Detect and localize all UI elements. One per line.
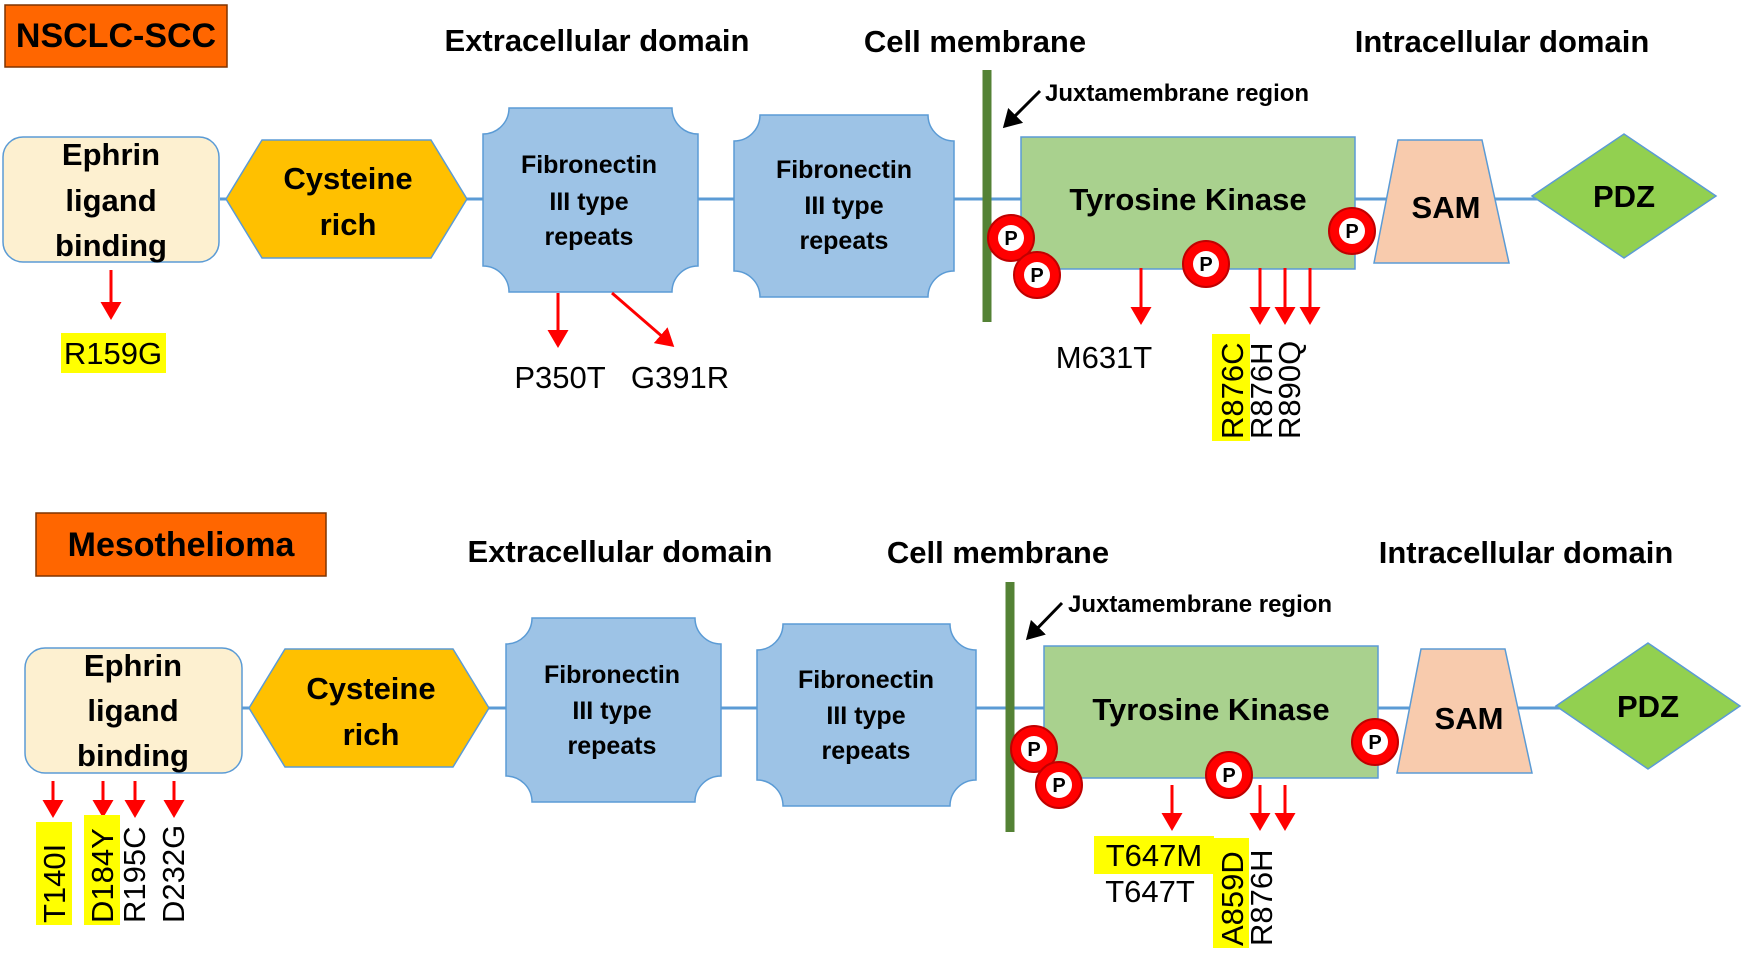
fibronectin-repeat-2 (733, 114, 955, 298)
fibronectin-2-label-line-2: III type (826, 702, 905, 730)
mutation-label: R195C (117, 827, 152, 924)
phospho-label: P (1345, 221, 1358, 243)
mutation-label: D232G (156, 825, 191, 923)
tyrosine-kinase-label: Tyrosine Kinase (1092, 692, 1329, 727)
phospho-site: P (1035, 761, 1083, 809)
mutation-label: T647T (1105, 874, 1195, 909)
phospho-site: P (1205, 751, 1253, 799)
fibronectin-repeat-1 (482, 107, 699, 293)
phospho-site: P (1010, 725, 1058, 773)
phospho-label: P (1027, 739, 1040, 761)
pdz-domain (1554, 642, 1742, 770)
cysteine-label-line-1: Cysteine (283, 161, 412, 196)
fibronectin-2-label-line-3: repeats (822, 737, 911, 765)
fibronectin-1-label-line-2: III type (549, 188, 628, 216)
ephrin-label-line-2: ligand (65, 183, 156, 218)
pdz-label: PDZ (1617, 689, 1679, 724)
mutation-label: R890Q (1272, 341, 1307, 439)
ephrin-ligand-binding-domain (24, 647, 243, 774)
ephrin-label-line-1: Ephrin (84, 648, 182, 683)
fibronectin-1-label-line-1: Fibronectin (544, 661, 680, 689)
fibronectin-2-label-line-3: repeats (800, 227, 889, 255)
ephrin-label-line-3: binding (55, 228, 167, 263)
mutation-label: M631T (1056, 340, 1153, 375)
sam-label: SAM (1435, 701, 1504, 736)
tyrosine-kinase-domain (1043, 645, 1379, 779)
mutation-highlight (61, 333, 166, 373)
juxtamembrane-label: Juxtamembrane region (1045, 80, 1309, 107)
pdz-domain (1530, 133, 1718, 259)
fibronectin-2-label-line-1: Fibronectin (798, 666, 934, 694)
fibronectin-1-label-line-1: Fibronectin (521, 151, 657, 179)
mutation-label: A859D (1215, 851, 1250, 946)
cysteine-label-line-1: Cysteine (306, 671, 435, 706)
sam-domain (1373, 139, 1510, 264)
mutation-highlight (36, 822, 72, 925)
disease-tag-box (4, 4, 228, 68)
phospho-label: P (1030, 265, 1043, 287)
tyrosine-kinase-label: Tyrosine Kinase (1069, 182, 1306, 217)
extracellular-domain-heading: Extracellular domain (445, 23, 750, 58)
disease-tag: NSCLC-SCC (16, 17, 216, 55)
disease-tag-box (35, 512, 327, 577)
phospho-site: P (1328, 207, 1376, 255)
sam-domain (1396, 648, 1533, 774)
disease-tag: Mesothelioma (68, 526, 296, 564)
mutation-highlight (1213, 838, 1249, 948)
cysteine-label-line-2: rich (320, 207, 377, 242)
cell-membrane-heading: Cell membrane (864, 24, 1086, 59)
fibronectin-1-label-line-3: repeats (545, 223, 634, 251)
fibronectin-2-label-line-2: III type (804, 192, 883, 220)
ephrin-ligand-binding-domain (2, 136, 220, 263)
juxtamembrane-pointer (1002, 89, 1042, 129)
mutation-label: R876H (1244, 850, 1279, 947)
mutation-highlight (84, 815, 120, 925)
phospho-site: P (1182, 240, 1230, 288)
fibronectin-1-label-line-2: III type (572, 697, 651, 725)
mutation-arrow (611, 291, 675, 347)
phospho-label: P (1368, 732, 1381, 754)
cysteine-rich-domain (248, 648, 490, 768)
mutation-label: G391R (631, 360, 729, 395)
intracellular-domain-heading: Intracellular domain (1379, 535, 1674, 570)
phospho-label: P (1199, 254, 1212, 276)
mutation-label: R159G (64, 336, 162, 371)
phospho-site: P (1351, 718, 1399, 766)
phospho-label: P (1004, 228, 1017, 250)
mutation-label: D184Y (85, 828, 120, 923)
mutation-label: P350T (514, 360, 605, 395)
fibronectin-1-label-line-3: repeats (568, 732, 657, 760)
intracellular-domain-heading: Intracellular domain (1355, 24, 1650, 59)
juxtamembrane-pointer (1025, 601, 1064, 641)
phospho-label: P (1052, 775, 1065, 797)
sam-label: SAM (1412, 190, 1481, 225)
mutation-highlight (1094, 836, 1214, 874)
ephrin-label-line-3: binding (77, 738, 189, 773)
mutation-label: R876H (1244, 343, 1279, 440)
fibronectin-repeat-2 (756, 623, 977, 807)
mutation-highlight (1212, 334, 1250, 441)
pdz-label: PDZ (1593, 179, 1655, 214)
cysteine-label-line-2: rich (343, 717, 400, 752)
mutation-label: T140I (37, 844, 72, 923)
fibronectin-2-label-line-1: Fibronectin (776, 156, 912, 184)
panel-nsclc-scc: NSCLC-SCC Extracellular domain Cell memb… (2, 4, 1718, 441)
mutation-label: R876C (1215, 343, 1250, 440)
cysteine-rich-domain (225, 139, 468, 259)
mutation-label: T647M (1106, 838, 1202, 873)
cell-membrane-heading: Cell membrane (887, 535, 1109, 570)
ephrin-label-line-1: Ephrin (62, 137, 160, 172)
fibronectin-repeat-1 (505, 617, 722, 803)
panel-mesothelioma: Mesothelioma Extracellular domain Cell m… (24, 512, 1742, 948)
tyrosine-kinase-domain (1020, 136, 1356, 270)
phospho-label: P (1222, 765, 1235, 787)
phospho-site: P (1013, 251, 1061, 299)
extracellular-domain-heading: Extracellular domain (468, 534, 773, 569)
phospho-site: P (987, 214, 1035, 262)
ephrin-label-line-2: ligand (87, 693, 178, 728)
juxtamembrane-label: Juxtamembrane region (1068, 591, 1332, 618)
